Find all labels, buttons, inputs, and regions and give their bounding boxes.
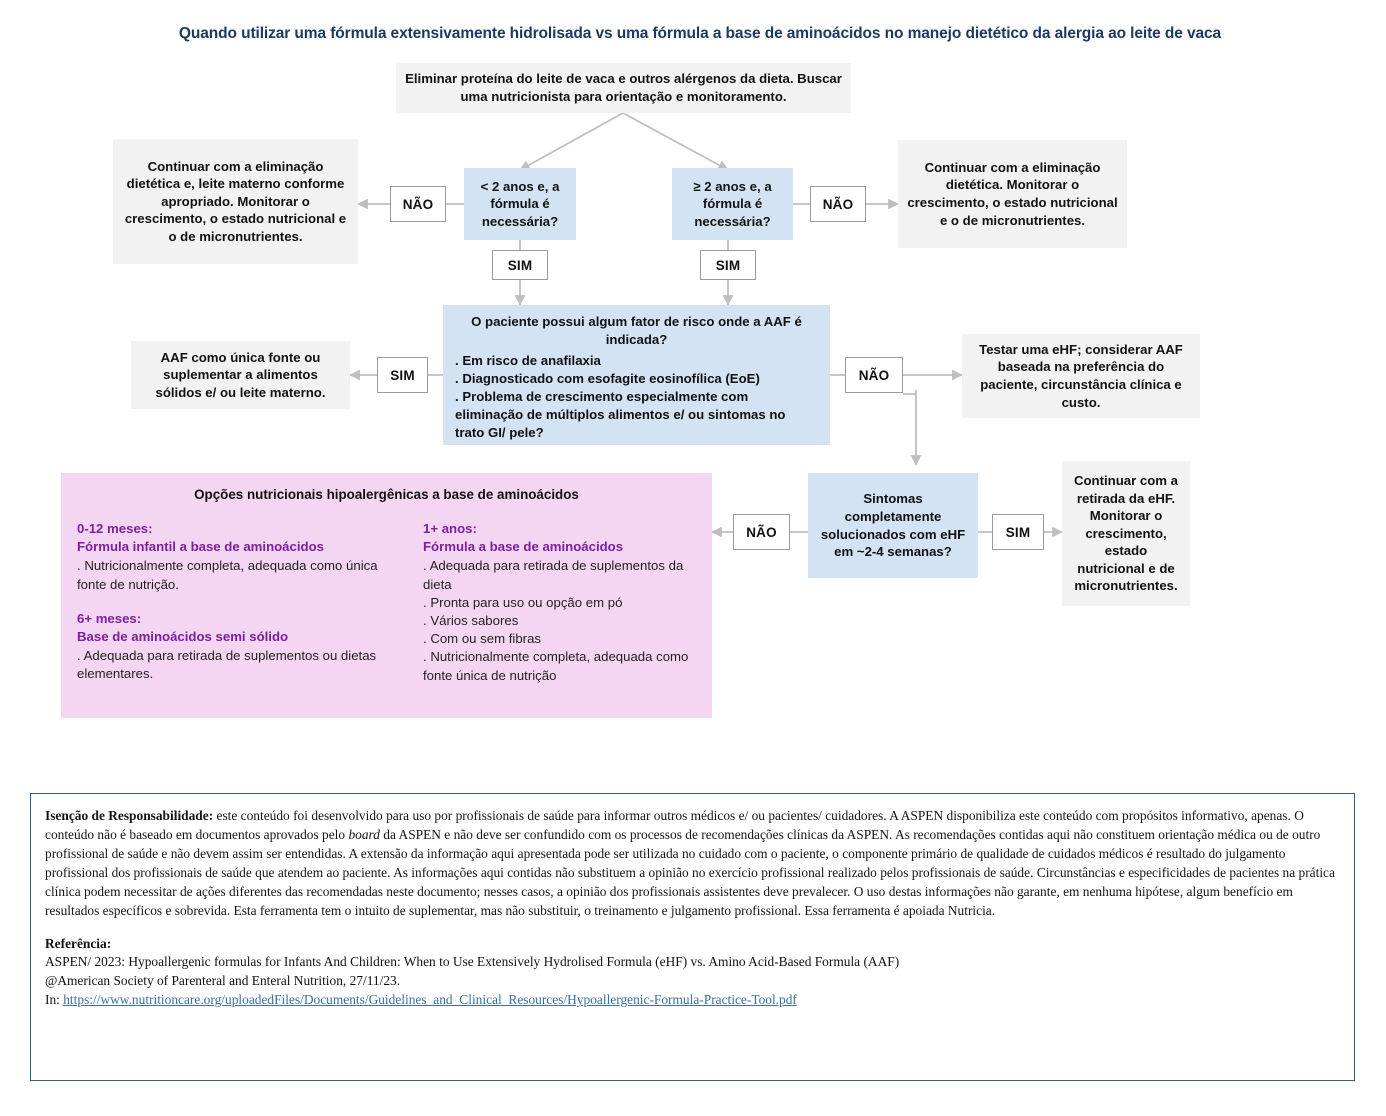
decision-over-2-box: ≥ 2 anos e, a fórmula é necessária? <box>672 168 793 240</box>
label-sim-right: SIM <box>700 250 756 280</box>
outcome-left-top-box: Continuar com a eliminação dietética e, … <box>113 139 358 264</box>
option-age: 1+ anos: <box>423 521 477 536</box>
options-column-left: 0-12 meses: Fórmula infantil a base de a… <box>77 520 407 685</box>
reference-link-row: In: https://www.nutritioncare.org/upload… <box>45 990 1340 1009</box>
option-group: 6+ meses: Base de aminoácidos semi sólid… <box>77 610 407 684</box>
start-box: Eliminar proteína do leite de vaca e out… <box>396 63 851 113</box>
option-group: 1+ anos: Fórmula a base de aminoácidos .… <box>423 520 696 685</box>
risk-bullet-list: . Em risco de anafilaxia . Diagnosticado… <box>455 352 818 442</box>
risk-question-title: O paciente possui algum fator de risco o… <box>471 314 802 347</box>
disclaimer-part1: este conteúdo foi desenvolvido para uso … <box>45 808 1304 843</box>
label-sim-symptoms: SIM <box>992 514 1044 550</box>
reference-line-1: ASPEN/ 2023: Hypoallergenic formulas for… <box>45 954 900 970</box>
label-sim-left: SIM <box>492 250 548 280</box>
risk-bullet: . Diagnosticado com esofagite eosinofíli… <box>455 371 760 387</box>
option-product: Fórmula infantil a base de aminoácidos <box>77 538 324 554</box>
outcome-aaf-box: AAF como única fonte ou suplementar a al… <box>131 341 350 409</box>
option-details: . Nutricionalmente completa, adequada co… <box>77 558 378 592</box>
option-details: . Adequada para retirada de suplementos … <box>77 648 377 682</box>
disclaimer-panel: Isenção de Responsabilidade: este conteú… <box>30 793 1355 1081</box>
option-age: 0-12 meses: <box>77 521 153 536</box>
label-nao-risk: NÃO <box>845 357 903 393</box>
options-panel-title: Opções nutricionais hipoalergênicas a ba… <box>194 487 579 502</box>
label-nao-symptoms: NÃO <box>733 514 790 550</box>
option-product: Fórmula a base de aminoácidos <box>423 538 624 554</box>
label-nao-left: NÃO <box>390 186 446 222</box>
disclaimer-heading: Isenção de Responsabilidade: <box>45 808 214 823</box>
label-sim-risk: SIM <box>377 357 428 393</box>
reference-line-2: @American Society of Parenteral and Ente… <box>45 973 401 989</box>
decision-under-2-box: < 2 anos e, a fórmula é necessária? <box>464 168 576 240</box>
risk-bullet: . Em risco de anafilaxia <box>455 353 601 369</box>
outcome-withdraw-box: Continuar com a retirada da eHF. Monitor… <box>1062 461 1190 606</box>
option-product: Base de aminoácidos semi sólido <box>77 628 289 644</box>
options-panel: Opções nutricionais hipoalergênicas a ba… <box>61 473 712 718</box>
flowchart: Quando utilizar uma fórmula extensivamen… <box>61 25 1222 718</box>
reference-link-prefix: In: <box>45 992 64 1008</box>
reference-heading: Referência: <box>45 936 112 952</box>
risk-bullet: . Problema de crescimento especialmente … <box>455 389 786 440</box>
outcome-ehf-box: Testar uma eHF; considerar AAF baseada n… <box>962 334 1200 418</box>
outcome-right-top-box: Continuar com a eliminação dietética. Mo… <box>898 140 1127 248</box>
disclaimer-text: Isenção de Responsabilidade: este conteú… <box>45 806 1340 920</box>
disclaimer-part2: da ASPEN e não deve ser confundido com o… <box>45 827 1335 919</box>
option-age: 6+ meses: <box>77 610 142 626</box>
options-column-right: 1+ anos: Fórmula a base de aminoácidos .… <box>423 520 696 685</box>
risk-question-box: O paciente possui algum fator de risco o… <box>443 305 830 445</box>
label-nao-right: NÃO <box>810 186 866 222</box>
option-group: 0-12 meses: Fórmula infantil a base de a… <box>77 520 407 594</box>
page-title: Quando utilizar uma fórmula extensivamen… <box>178 25 1222 42</box>
decision-symptoms-box: Sintomas completamente solucionados com … <box>808 473 978 578</box>
option-details: . Adequada para retirada de suplementos … <box>423 558 689 683</box>
disclaimer-italic-word: board <box>348 827 380 843</box>
reference-link[interactable]: https://www.nutritioncare.org/uploadedFi… <box>63 992 797 1008</box>
options-columns: 0-12 meses: Fórmula infantil a base de a… <box>77 520 696 685</box>
